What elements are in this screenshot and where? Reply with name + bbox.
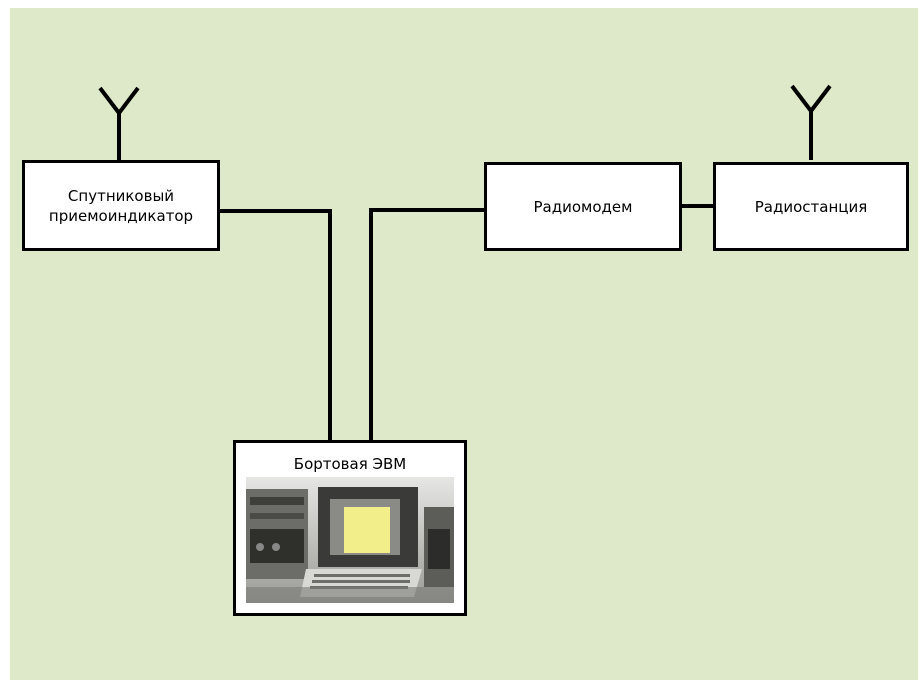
satellite-receiver-box: Спутниковый приемоиндикатор — [22, 160, 220, 251]
radio-modem-box: Радиомодем — [484, 162, 682, 251]
link-modem-computer — [369, 208, 484, 440]
connections-layer — [98, 84, 832, 440]
radio-modem-label: Радиомодем — [533, 197, 633, 216]
diagram-canvas: Спутниковый приемоиндикатор Радиомодем Р… — [10, 8, 918, 680]
antenna-icon-satellite — [98, 86, 140, 160]
antenna-icon-radio-station — [790, 84, 832, 160]
laptop-computer-icon — [246, 477, 454, 603]
onboard-computer-label: Бортовая ЭВМ — [293, 455, 407, 473]
onboard-computer-box: Бортовая ЭВМ — [233, 440, 467, 616]
radio-station-box: Радиостанция — [713, 162, 909, 251]
link-receiver-computer — [218, 209, 332, 440]
computer-photo — [246, 477, 454, 603]
satellite-receiver-label: Спутниковый приемоиндикатор — [48, 186, 194, 225]
radio-station-label: Радиостанция — [754, 197, 868, 216]
